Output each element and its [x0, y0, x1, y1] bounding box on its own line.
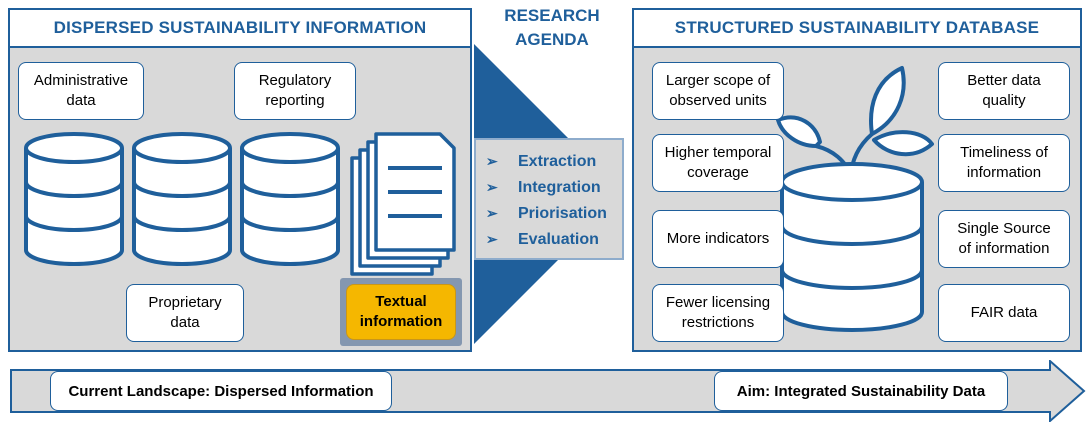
leaf-icon: [869, 66, 906, 136]
plant-database-icon: [776, 66, 934, 332]
dispersed-panel-title: DISPERSED SUSTAINABILITY INFORMATION: [10, 10, 470, 48]
agenda-item-priorisation: ➢Priorisation: [486, 200, 607, 226]
leaf-icon: [872, 130, 934, 157]
administrative-data-card: Administrative data: [18, 62, 144, 120]
research-agenda-title: RESEARCH AGENDA: [504, 6, 600, 49]
agenda-item-extraction: ➢Extraction: [486, 148, 596, 174]
database-icon: [240, 132, 340, 266]
leaf-icon: [776, 115, 822, 148]
regulatory-reporting-card: Regulatory reporting: [234, 62, 356, 120]
database-cylinders-icon: [24, 132, 340, 266]
arrow-bullet-icon: ➢: [486, 179, 498, 195]
textual-information-card: Textual information: [346, 284, 456, 340]
agenda-item-evaluation: ➢Evaluation: [486, 226, 599, 252]
current-landscape-label: Current Landscape: Dispersed Information: [50, 371, 392, 411]
larger-scope-card: Larger scope of observed units: [652, 62, 784, 120]
agenda-item-integration: ➢Integration: [486, 174, 601, 200]
documents-stack-icon: [350, 132, 456, 276]
arrow-bullet-icon: ➢: [486, 205, 498, 221]
research-agenda-list: ➢Extraction ➢Integration ➢Priorisation ➢…: [474, 138, 624, 260]
structured-panel-title: STRUCTURED SUSTAINABILITY DATABASE: [634, 10, 1080, 48]
timeliness-card: Timeliness of information: [938, 134, 1070, 192]
fair-data-card: FAIR data: [938, 284, 1070, 342]
aim-label: Aim: Integrated Sustainability Data: [714, 371, 1008, 411]
structured-database-panel: STRUCTURED SUSTAINABILITY DATABASE Large…: [632, 8, 1082, 352]
higher-temporal-coverage-card: Higher temporal coverage: [652, 134, 784, 192]
database-icon: [24, 132, 124, 266]
proprietary-data-card: Proprietary data: [126, 284, 244, 342]
more-indicators-card: More indicators: [652, 210, 784, 268]
fewer-licensing-card: Fewer licensing restrictions: [652, 284, 784, 342]
arrow-bullet-icon: ➢: [486, 231, 498, 247]
single-source-card: Single Source of information: [938, 210, 1070, 268]
better-data-quality-card: Better data quality: [938, 62, 1070, 120]
dispersed-information-panel: DISPERSED SUSTAINABILITY INFORMATION Adm…: [8, 8, 472, 352]
arrow-bullet-icon: ➢: [486, 153, 498, 169]
database-icon: [132, 132, 232, 266]
